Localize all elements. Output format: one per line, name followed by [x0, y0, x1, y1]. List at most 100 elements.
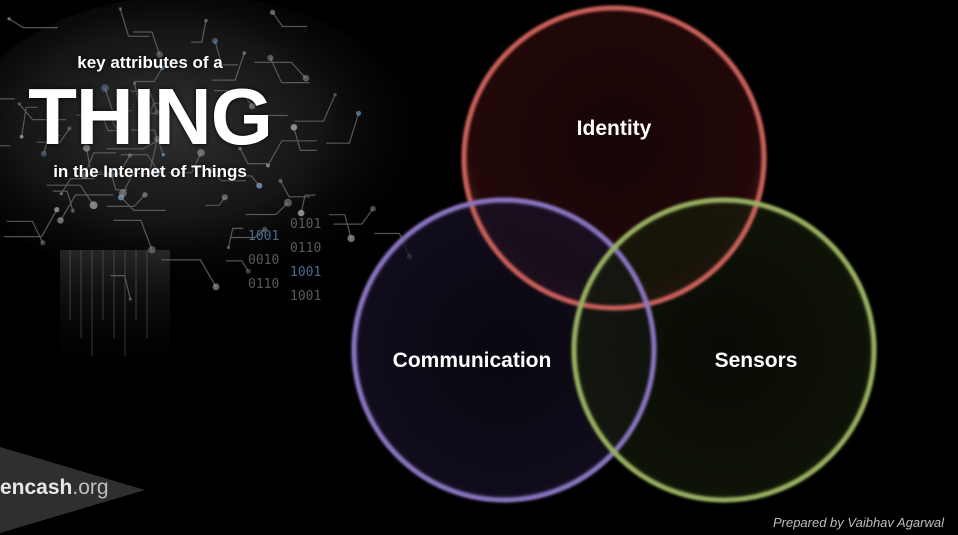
circuit-trace: [245, 202, 289, 216]
circuit-trace: [0, 145, 11, 147]
circuit-node: [370, 205, 376, 212]
venn-circle-communication: [352, 198, 656, 502]
circuit-trace: [133, 138, 158, 170]
circuit-node: [245, 268, 251, 274]
circuit-trace: [161, 259, 217, 288]
circuit-trace: [254, 61, 307, 79]
circuit-trace: [239, 148, 268, 165]
brain-stem-glow: [60, 250, 170, 380]
circuit-node: [297, 209, 305, 217]
circuit-trace: [230, 229, 265, 239]
circuit-node: [154, 167, 162, 175]
circuit-trace: [300, 194, 316, 214]
logo-arrow-shape: [0, 447, 145, 533]
circuit-node: [267, 54, 274, 62]
circuit-node: [118, 7, 123, 11]
circuit-trace: [122, 173, 158, 194]
circuit-trace: [106, 139, 159, 150]
headline-bottom-text: in the Internet of Things: [53, 162, 247, 181]
circuit-node: [356, 110, 362, 116]
circuit-node: [142, 123, 147, 128]
circuit-node: [156, 51, 163, 58]
circuit-trace: [110, 275, 131, 300]
venn-circle-sensors: [572, 198, 876, 502]
circuit-node: [59, 192, 63, 196]
circuit-node: [269, 9, 276, 15]
binary-row: 0110: [290, 241, 321, 256]
circuit-node: [253, 135, 262, 143]
circuit-node: [333, 93, 337, 97]
circuit-trace: [132, 31, 161, 55]
circuit-node: [154, 135, 161, 143]
circuit-node: [238, 146, 242, 151]
circuit-node: [212, 38, 219, 44]
brain-glow: [0, 0, 420, 285]
circuit-trace: [21, 106, 38, 137]
circuit-node: [80, 171, 89, 179]
circuit-trace: [211, 170, 247, 182]
circuit-trace: [294, 94, 336, 122]
circuit-node: [208, 167, 215, 174]
circuit-trace: [293, 127, 317, 151]
circuit-node: [278, 178, 283, 183]
circuit-trace: [329, 214, 352, 239]
circuit-trace: [227, 227, 244, 248]
circuit-trace: [0, 98, 16, 100]
circuit-trace: [326, 113, 360, 144]
circuit-node: [226, 246, 230, 250]
circuit-node: [262, 226, 268, 233]
circuit-node: [154, 109, 160, 115]
circuit-trace: [120, 154, 159, 172]
venn-ring-sensors: [571, 197, 877, 503]
circuit-node: [57, 217, 64, 224]
credit-text: Prepared by Vaibhav Agarwal: [772, 515, 944, 530]
circuit-node: [40, 240, 46, 246]
circuit-node: [347, 234, 355, 243]
binary-row: 0101: [290, 217, 321, 232]
circuit-trace: [191, 20, 207, 43]
circuit-trace: [6, 220, 44, 243]
circuit-node: [128, 153, 133, 158]
circuit-node: [242, 51, 247, 55]
circuit-node: [290, 124, 298, 131]
circuit-trace: [107, 194, 146, 207]
circuit-trace: [36, 128, 70, 143]
binary-row: 0010: [248, 253, 279, 268]
circuit-node: [256, 182, 263, 189]
headline-main-text: THING: [28, 72, 273, 161]
binary-row: 1001: [290, 289, 321, 304]
circuit-node: [212, 283, 220, 291]
circuit-trace: [256, 114, 288, 139]
circuit-trace: [60, 194, 114, 221]
circuit-node: [70, 208, 75, 213]
circuit-node: [107, 170, 116, 179]
circuit-trace: [43, 135, 61, 154]
circuit-trace: [120, 196, 166, 211]
circuit-node: [40, 150, 47, 157]
circuit-trace: [84, 152, 117, 176]
circuit-node: [67, 126, 72, 131]
circuit-trace: [214, 90, 253, 107]
circuit-trace: [18, 103, 66, 121]
circuit-trace: [8, 18, 58, 29]
circuit-node: [101, 84, 109, 92]
circuit-trace: [88, 154, 131, 175]
circuit-node: [119, 136, 126, 143]
circuit-trace: [85, 148, 102, 173]
circuit-node: [265, 163, 270, 168]
circuit-node: [283, 198, 292, 207]
circuit-trace: [205, 196, 226, 206]
binary-row: 1001: [248, 229, 279, 244]
circuit-trace: [333, 208, 374, 225]
logo-name-weak: .org: [72, 476, 109, 499]
circuit-node: [89, 201, 98, 210]
circuit-node: [197, 149, 205, 157]
circuit-trace: [267, 140, 317, 166]
circuit-node: [133, 82, 137, 85]
circuit-node: [7, 17, 11, 21]
circuit-node: [302, 74, 310, 82]
circuit-trace: [60, 178, 95, 194]
circuit-trace: [104, 87, 132, 112]
